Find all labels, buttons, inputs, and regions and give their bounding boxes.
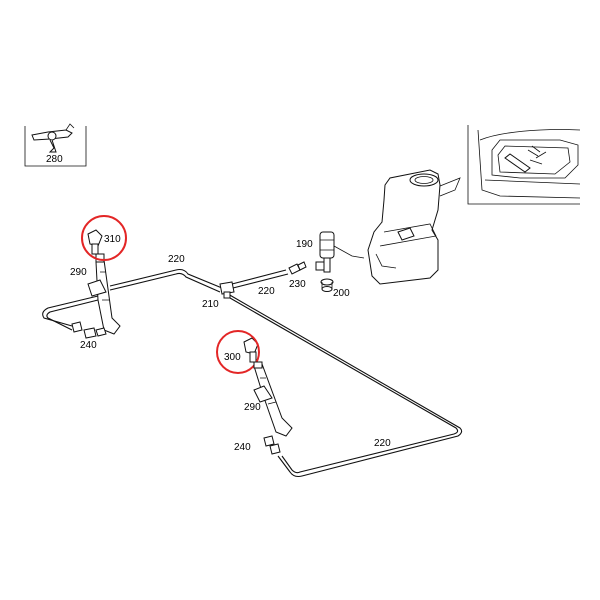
highlight-300 bbox=[216, 330, 260, 374]
washer-pump-190: 190 bbox=[296, 231, 365, 273]
highlight-310 bbox=[81, 215, 127, 261]
headlight-inset bbox=[467, 125, 581, 205]
label-300: 300 bbox=[224, 352, 241, 363]
label-290-bottom: 290 bbox=[244, 402, 261, 413]
label-310: 310 bbox=[104, 234, 121, 245]
holder-290-top: 290 bbox=[70, 253, 121, 335]
nozzle-300: 300 bbox=[216, 330, 260, 374]
elbow-240-bottom: 240 bbox=[234, 435, 281, 455]
inset-280: 280 bbox=[24, 123, 87, 167]
label-290-top: 290 bbox=[70, 267, 87, 278]
nozzle-310: 310 bbox=[81, 215, 127, 261]
label-200: 200 bbox=[333, 288, 350, 299]
label-280: 280 bbox=[46, 154, 63, 165]
holder-290-bottom: 290 bbox=[244, 361, 293, 437]
tee-connector-210: 210 bbox=[202, 281, 235, 310]
connector-230: 230 bbox=[288, 261, 307, 290]
washer-reservoir bbox=[367, 169, 461, 285]
label-220-top-left: 220 bbox=[168, 254, 185, 265]
label-230: 230 bbox=[289, 279, 306, 290]
label-210: 210 bbox=[202, 299, 219, 310]
label-240-bottom: 240 bbox=[234, 442, 251, 453]
grommet-200: 200 bbox=[320, 278, 350, 299]
label-220-bottom: 220 bbox=[374, 438, 391, 449]
hoses bbox=[42, 268, 463, 478]
label-190: 190 bbox=[296, 239, 313, 250]
elbow-240-top: 240 bbox=[71, 321, 107, 351]
label-220-top-right: 220 bbox=[258, 286, 275, 297]
label-240-top: 240 bbox=[80, 340, 97, 351]
